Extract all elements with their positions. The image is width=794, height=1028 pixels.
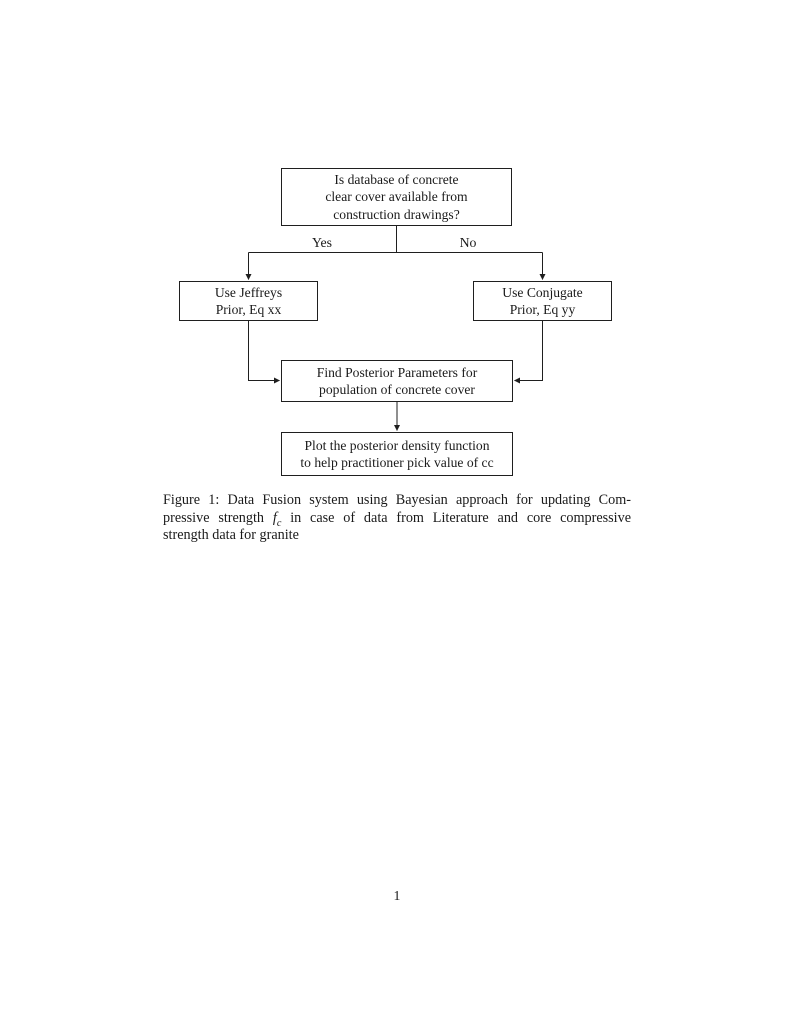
math-fc-subscript: c bbox=[276, 517, 282, 529]
node-text-line: Prior, Eq yy bbox=[509, 302, 576, 317]
node-text-line: Use Conjugate bbox=[502, 284, 583, 300]
edge-label-no: No bbox=[459, 235, 477, 250]
node-text-line: to help practitioner pick value of cc bbox=[300, 455, 494, 470]
caption-line-2: pressive strength fc in case of data fro… bbox=[163, 510, 631, 528]
figure-caption: Figure 1: Data Fusion system using Bayes… bbox=[163, 492, 631, 545]
caption-line-3: strength data for granite bbox=[163, 527, 631, 545]
flowchart-node-question: Is database of concrete clear cover avai… bbox=[281, 168, 512, 226]
caption-text: pressive strength bbox=[163, 509, 265, 526]
math-fc-symbol: fc bbox=[272, 509, 282, 529]
node-text-line: Is database of concrete bbox=[334, 172, 459, 188]
flowchart-node-jeffreys-prior: Use Jeffreys Prior, Eq xx bbox=[179, 281, 318, 321]
node-text-line: population of concrete cover bbox=[319, 382, 475, 397]
node-text-line: Find Posterior Parameters for bbox=[316, 364, 478, 380]
flowchart-node-plot-density: Plot the posterior density function to h… bbox=[281, 432, 513, 476]
node-text-line: construction drawings? bbox=[333, 206, 460, 222]
edge-label-yes: Yes bbox=[311, 235, 333, 250]
flowchart-node-posterior-parameters: Find Posterior Parameters for population… bbox=[281, 360, 513, 402]
caption-line-1: Figure 1: Data Fusion system using Bayes… bbox=[163, 492, 631, 510]
node-text-line: Plot the posterior density function bbox=[304, 437, 490, 453]
page-number: 1 bbox=[393, 888, 401, 903]
node-text-line: clear cover available from bbox=[325, 189, 468, 205]
node-text-line: Use Jeffreys bbox=[214, 284, 283, 300]
node-text-line: Prior, Eq xx bbox=[215, 302, 282, 317]
caption-text: strength data for granite bbox=[163, 527, 299, 544]
caption-text: Figure 1: Data Fusion system using Bayes… bbox=[163, 492, 631, 508]
flowchart-node-conjugate-prior: Use Conjugate Prior, Eq yy bbox=[473, 281, 612, 321]
math-fc-base: f bbox=[272, 509, 277, 526]
caption-text: in case of data from Literature and core… bbox=[290, 509, 632, 526]
